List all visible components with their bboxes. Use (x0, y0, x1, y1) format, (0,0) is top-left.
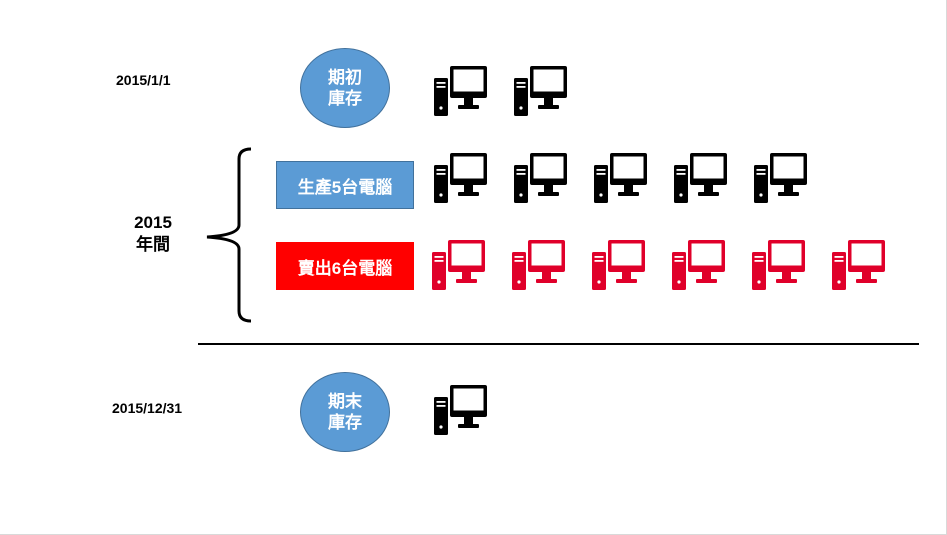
closing-inventory-oval: 期末 庫存 (300, 372, 390, 452)
desktop-computer-icon (511, 238, 567, 294)
desktop-computer-icon (433, 64, 489, 120)
opening-inventory-line1: 期初 (328, 68, 362, 87)
opening-inventory-oval: 期初 庫存 (300, 48, 390, 128)
year-label: 2015 年間 (118, 212, 188, 256)
sell-label: 賣出6台電腦 (297, 258, 393, 278)
desktop-computer-icon (433, 383, 489, 439)
desktop-computer-icon (433, 151, 489, 207)
opening-inventory-line2: 庫存 (328, 89, 362, 108)
desktop-computer-icon (751, 238, 807, 294)
produce-label-box: 生產5台電腦 (276, 161, 414, 209)
start-date-label: 2015/1/1 (116, 72, 171, 88)
desktop-computer-icon (593, 151, 649, 207)
year-number: 2015 (134, 213, 172, 232)
desktop-computer-icon (513, 151, 569, 207)
desktop-computer-icon (673, 151, 729, 207)
produce-label: 生產5台電腦 (297, 177, 393, 197)
divider-line (198, 343, 919, 345)
desktop-computer-icon (513, 64, 569, 120)
brace-icon (206, 147, 252, 323)
desktop-computer-icon (591, 238, 647, 294)
desktop-computer-icon (831, 238, 887, 294)
year-suffix: 年間 (136, 235, 170, 254)
desktop-computer-icon (431, 238, 487, 294)
end-date-label: 2015/12/31 (112, 400, 183, 416)
closing-inventory-line1: 期末 (328, 392, 362, 411)
desktop-computer-icon (671, 238, 727, 294)
closing-inventory-line2: 庫存 (328, 413, 362, 432)
sell-label-box: 賣出6台電腦 (276, 242, 414, 290)
desktop-computer-icon (753, 151, 809, 207)
